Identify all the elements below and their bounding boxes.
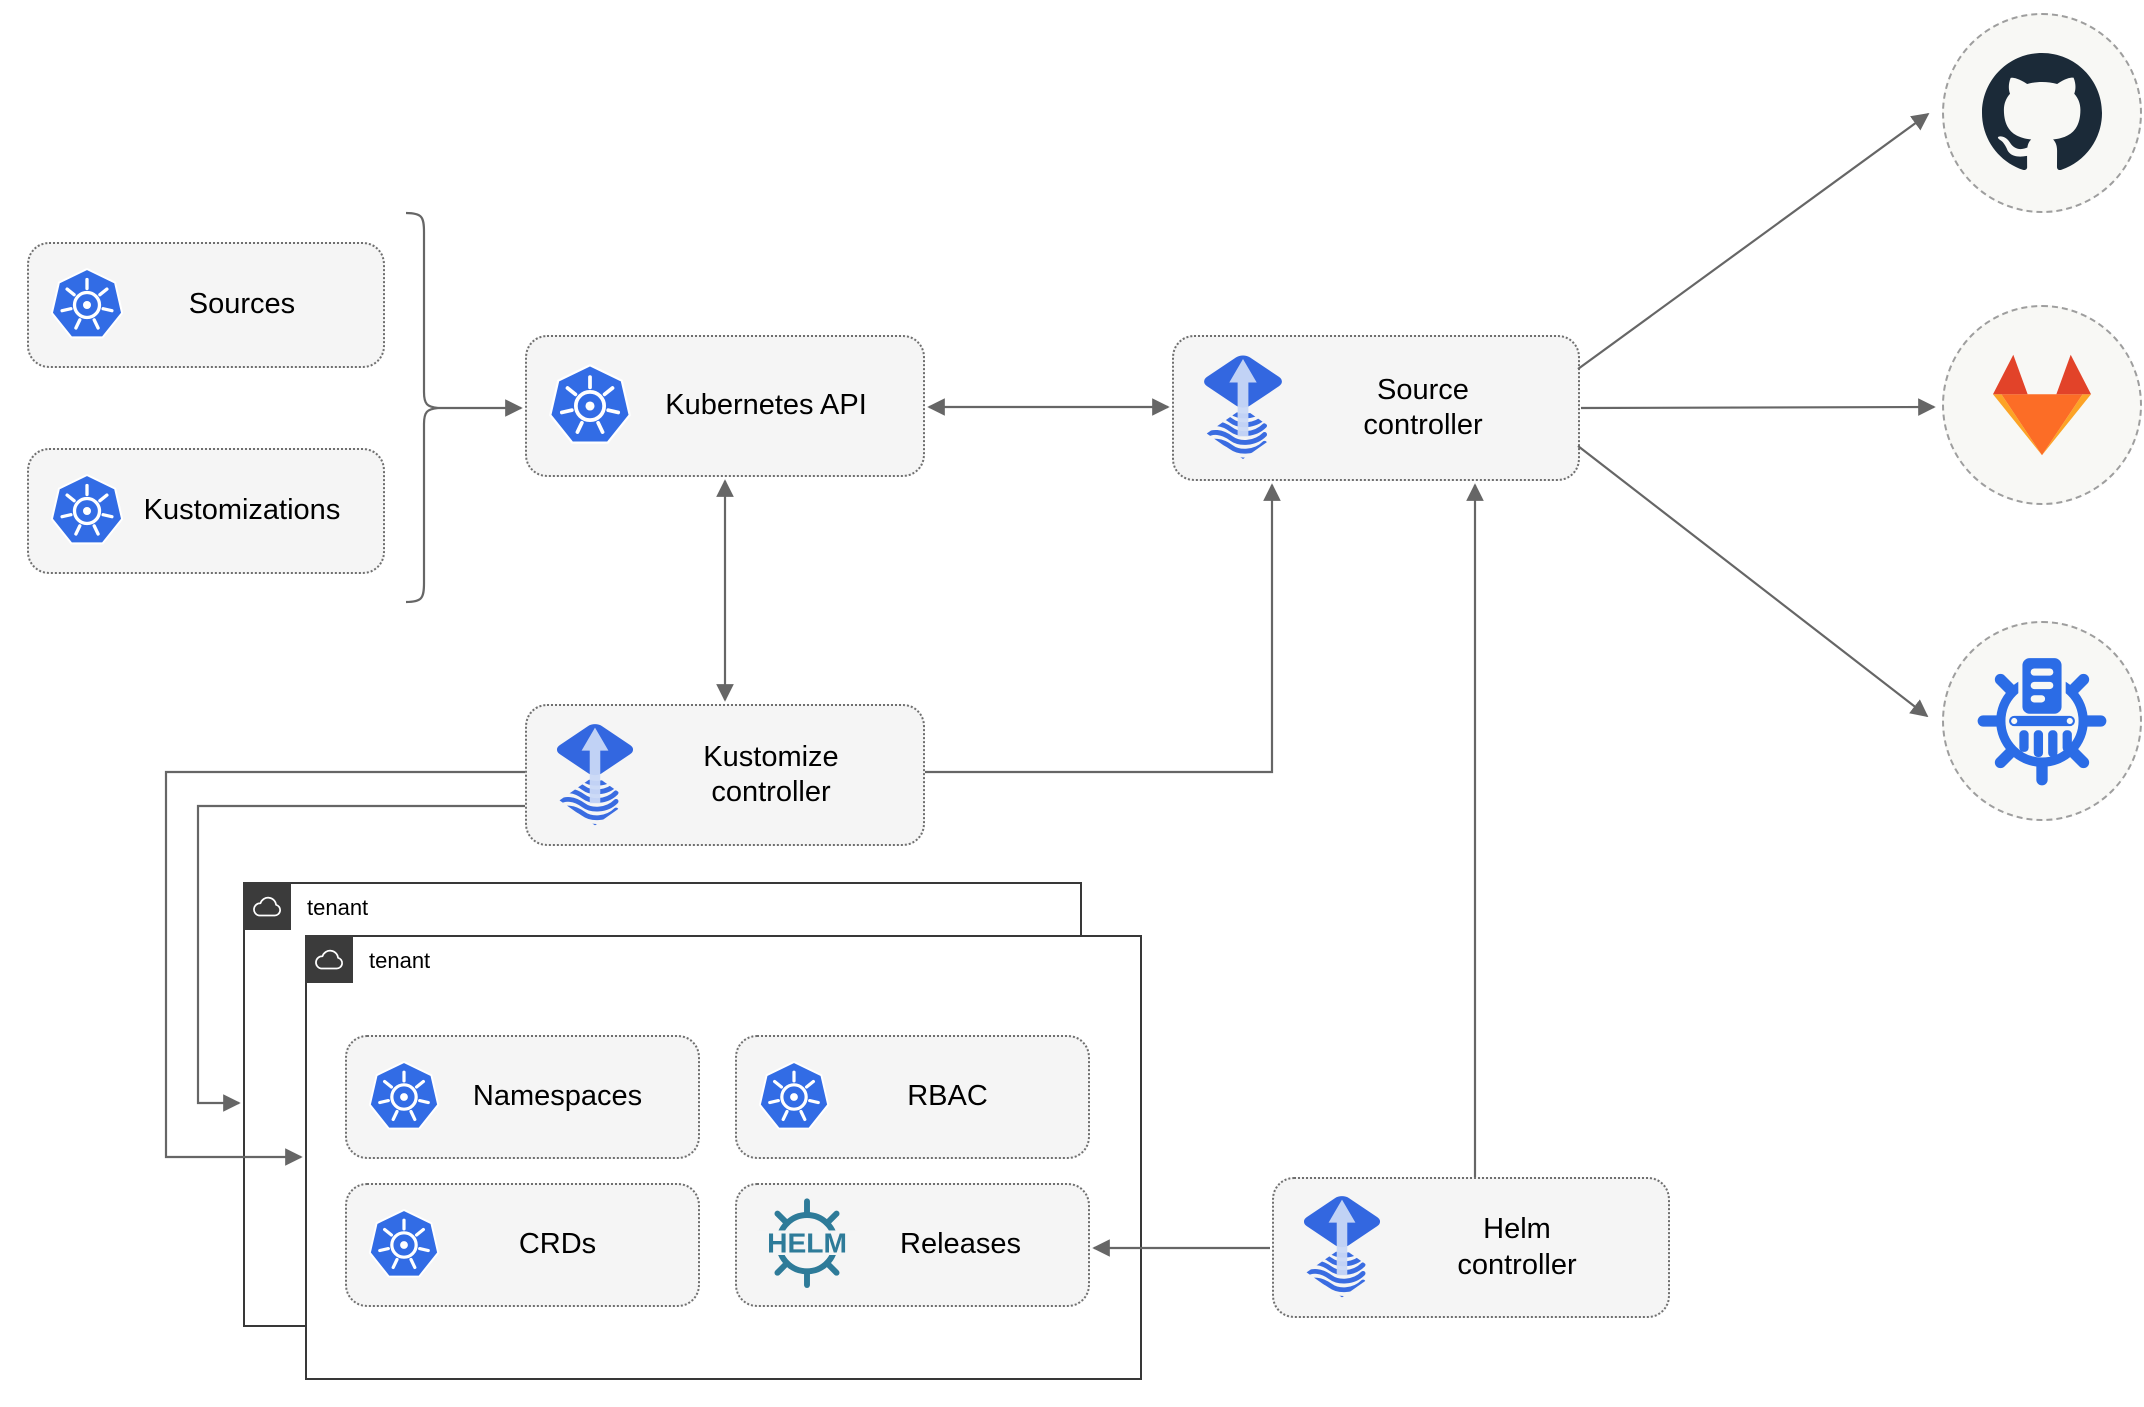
github-icon: [1982, 53, 2102, 171]
node-kustomizations: Kustomizations: [27, 448, 385, 574]
node-label: Kustomize controller: [703, 740, 839, 808]
flux-icon: [547, 718, 643, 833]
node-label: Source controller: [1363, 373, 1483, 441]
node-source-controller: Source controller: [1172, 335, 1580, 481]
tenant-header: [304, 934, 353, 983]
node-label: Kustomizations: [143, 494, 341, 527]
edge-kustomizectl-sourcectl: [925, 483, 1281, 774]
cloud-icon: [251, 894, 282, 918]
edge-sourcectl-gitlab: [1580, 398, 1936, 416]
chartmuseum-icon: [1942, 621, 2142, 821]
flux-icon: [1294, 1190, 1390, 1305]
helm-icon: HELM: [757, 1194, 857, 1296]
group-brace: [405, 211, 439, 604]
kubernetes-icon: [49, 473, 125, 549]
node-label: Kubernetes API: [665, 389, 867, 422]
node-rbac: RBAC: [735, 1035, 1090, 1159]
tenant-label: tenant: [307, 895, 369, 920]
node-releases: HELM Releases: [735, 1183, 1090, 1307]
cloud-icon: [313, 947, 344, 971]
node-kustomize-controller: Kustomize controller: [525, 704, 925, 846]
tenant-header: [242, 881, 291, 930]
tenant-label: tenant: [369, 948, 431, 973]
kubernetes-icon: [757, 1060, 831, 1134]
edge-sourcectl-chartmuseum: [1577, 445, 1929, 718]
node-label: Sources: [188, 288, 296, 321]
node-label: Helm controller: [1457, 1213, 1577, 1281]
node-label: CRDs: [518, 1228, 597, 1261]
github-endpoint: [1942, 13, 2142, 213]
kubernetes-icon: [367, 1208, 441, 1282]
node-kubernetes-api: Kubernetes API: [525, 335, 925, 477]
edge-sourcectl-github: [1577, 112, 1930, 370]
gitlab-icon: [1992, 354, 2092, 456]
node-namespaces: Namespaces: [345, 1035, 700, 1159]
node-helm-controller: Helm controller: [1272, 1177, 1670, 1318]
node-sources: Sources: [27, 242, 385, 368]
flux-icon: [1194, 349, 1292, 467]
gitlab-endpoint: [1942, 305, 2142, 505]
kubernetes-icon: [367, 1060, 441, 1134]
node-label: RBAC: [907, 1080, 988, 1113]
node-label: Namespaces: [472, 1080, 643, 1113]
node-label: Releases: [900, 1228, 1021, 1261]
kubernetes-icon: [547, 363, 633, 449]
helm-wordmark: HELM: [767, 1226, 847, 1258]
kubernetes-icon: [49, 267, 125, 343]
node-crds: CRDs: [345, 1183, 700, 1307]
